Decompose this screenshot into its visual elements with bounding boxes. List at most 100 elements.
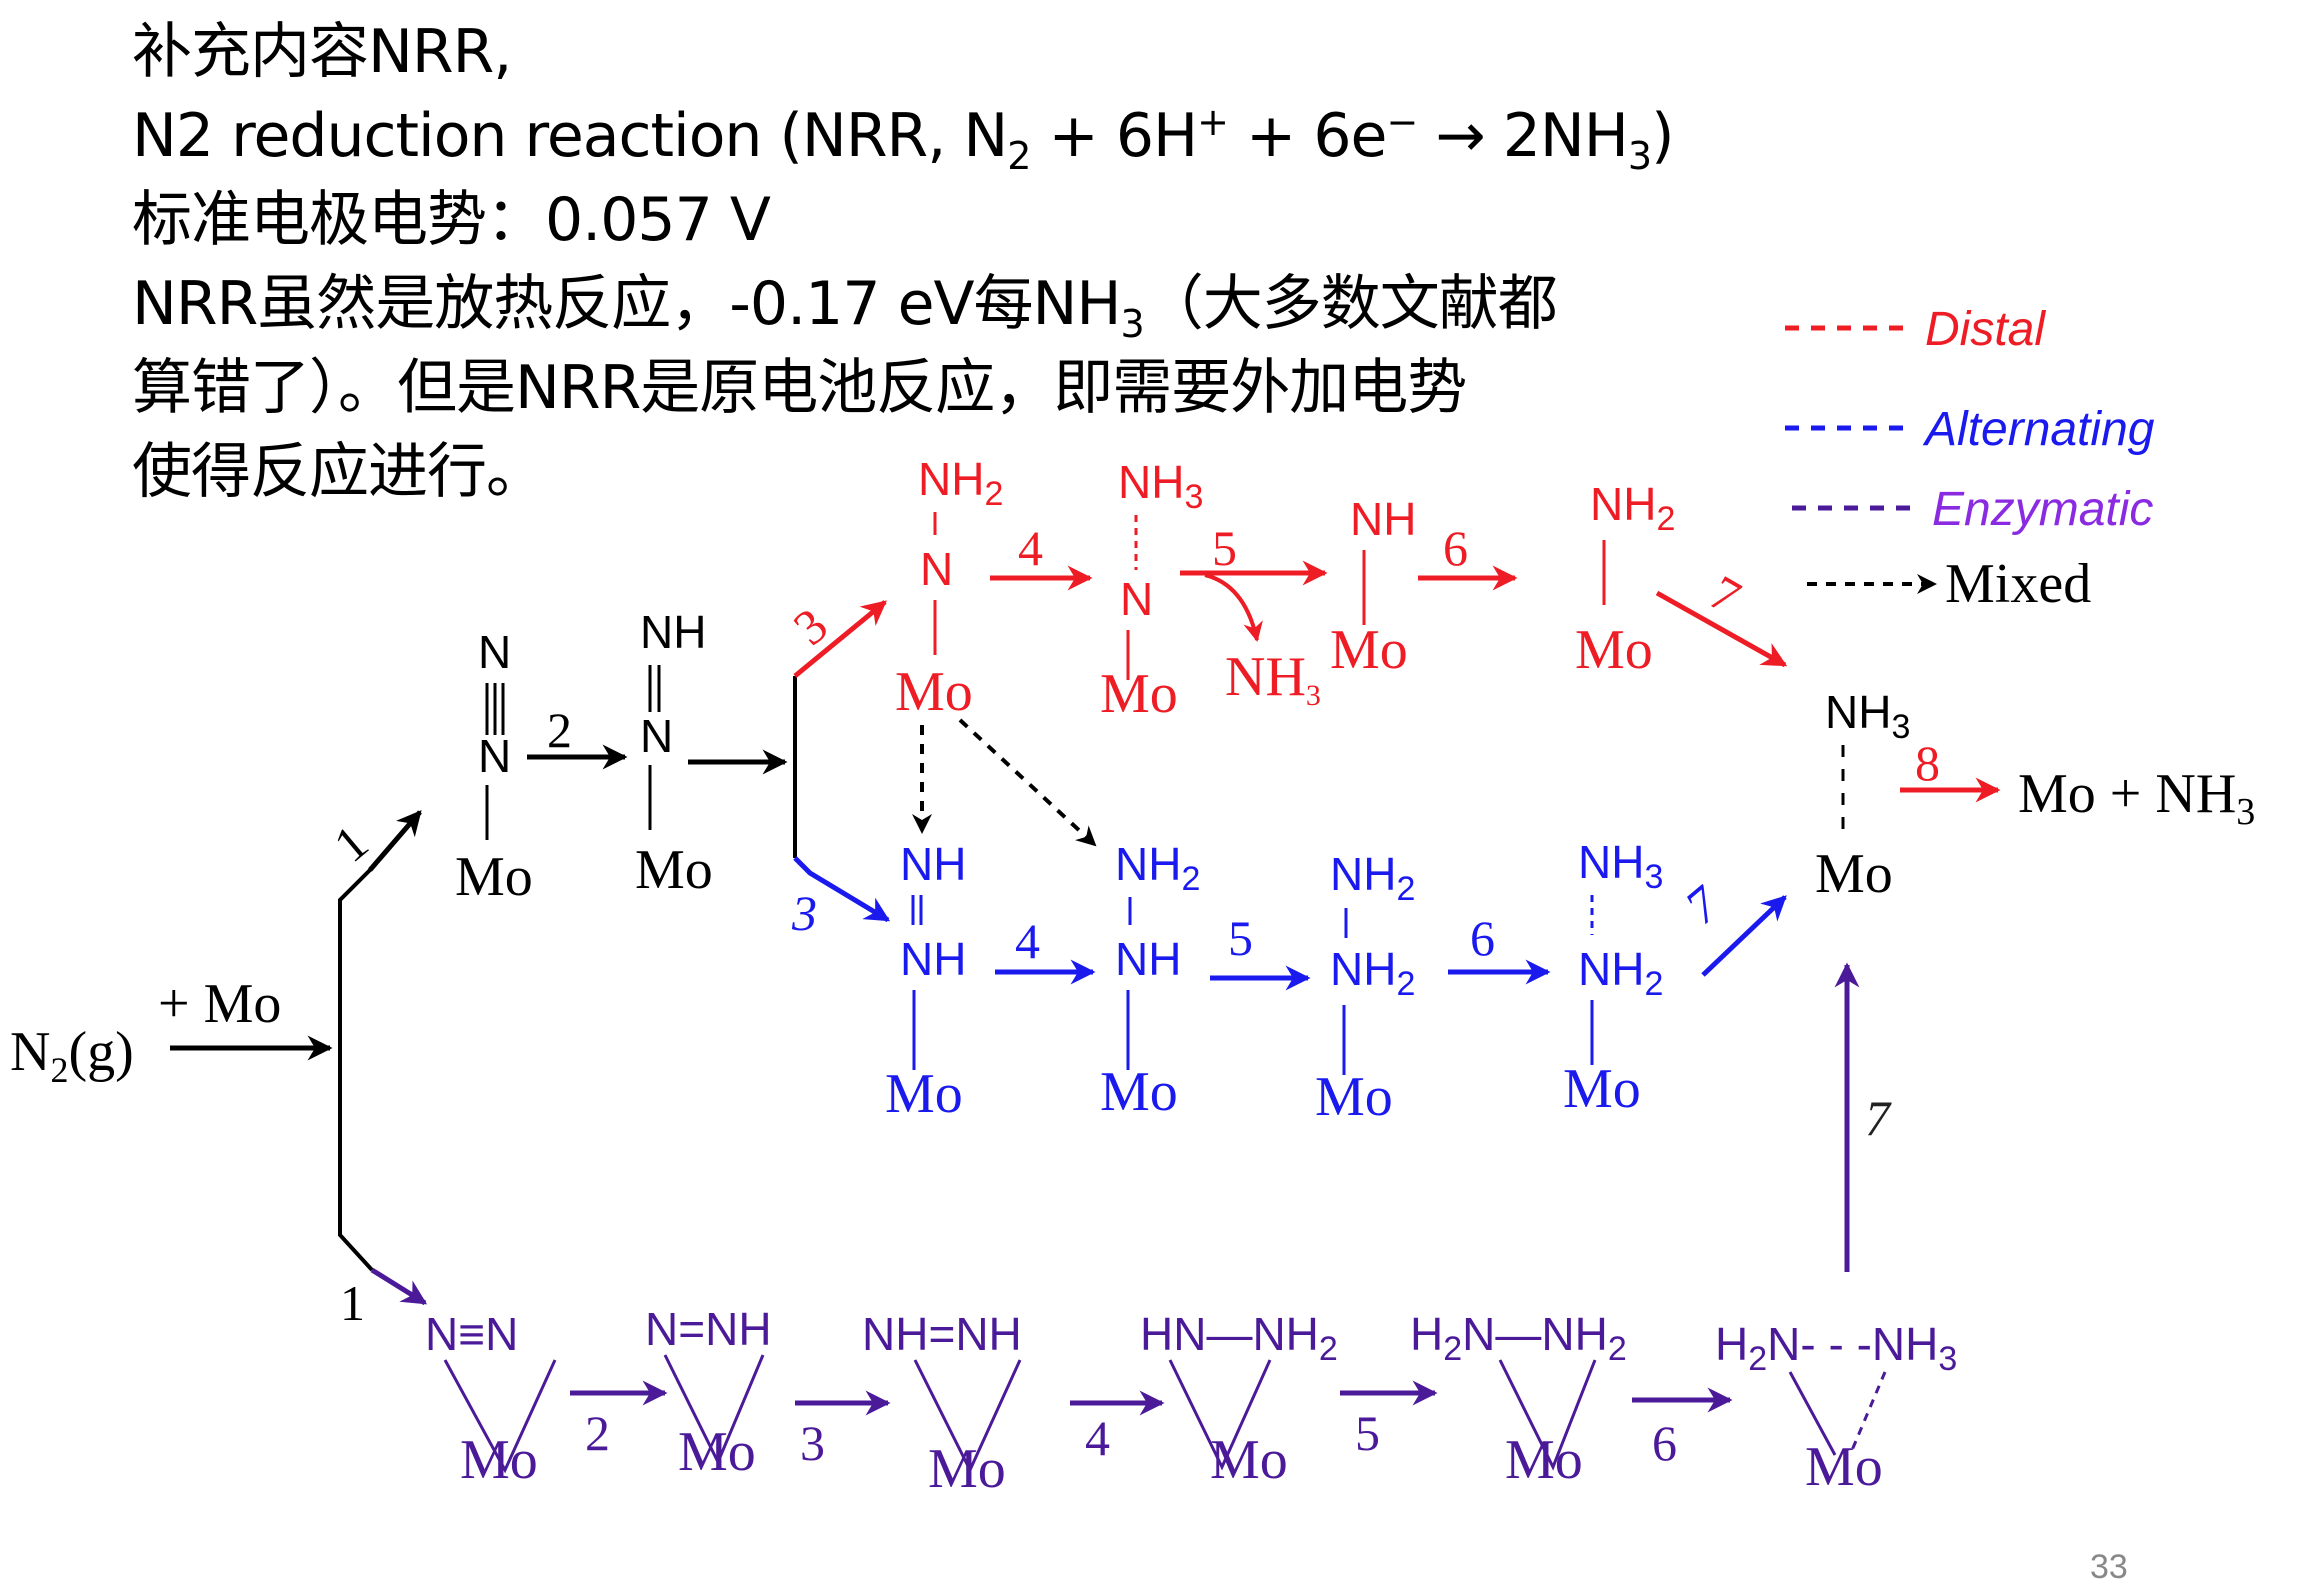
distal-step7-label: 7 (1700, 564, 1750, 625)
s2-mo: Mo (635, 839, 713, 901)
a2-mo: Mo (1100, 1061, 1178, 1123)
a1-mo: Mo (885, 1063, 963, 1125)
a4-mid: NH2 (1578, 943, 1663, 1003)
final-top: NH3 (1825, 686, 1910, 746)
d1-top: NH2 (918, 453, 1003, 513)
arrow-distal-step3 (793, 600, 887, 678)
enz-step6-label: 6 (1652, 1415, 1677, 1471)
branch-point-2 (795, 676, 812, 858)
s1-mo: Mo (455, 846, 533, 908)
a3-top: NH2 (1330, 848, 1415, 908)
distal-step6-label: 6 (1443, 520, 1468, 576)
step1-side-on-label: 1 (340, 1275, 365, 1331)
branch-trunk (338, 866, 374, 1272)
e4-mo: Mo (1210, 1429, 1288, 1491)
e6-label: H2N- - -NH3 (1715, 1318, 1957, 1378)
legend-enzymatic-label: Enzymatic (1932, 483, 2153, 536)
a2-top: NH2 (1115, 838, 1200, 898)
intro-text: 补充内容NRR, N2 reduction reaction (NRR, N2 … (132, 10, 1675, 514)
e2-triangle (663, 1354, 765, 1466)
a1-top: NH (900, 838, 966, 890)
s2-top-nh: NH (640, 606, 706, 658)
distal-step4-label: 4 (1018, 520, 1043, 576)
alt-step5-label: 5 (1228, 910, 1253, 966)
final-mo: Mo (1815, 843, 1893, 905)
e6-mo: Mo (1805, 1436, 1883, 1498)
d3-mo: Mo (1330, 619, 1408, 681)
a4-mo: Mo (1563, 1058, 1641, 1120)
e5-triangle (1498, 1359, 1597, 1471)
e3-triangle (913, 1359, 1022, 1474)
e3-mo: Mo (928, 1438, 1006, 1500)
n2-gas: N2(g) (10, 1021, 134, 1090)
e6-dashed-bond (1848, 1371, 1887, 1456)
arrow-nh3-release (1204, 573, 1263, 642)
mixed-pathway (912, 718, 1097, 847)
text-line-3: 标准电极电势：0.057 V (132, 185, 771, 255)
e3-label: NH=NH (862, 1308, 1022, 1360)
s2-mid-n: N (640, 710, 673, 762)
step1-end-on-label: 1 (323, 814, 378, 873)
legend-alternating-label: Alternating (1922, 403, 2155, 456)
s1-mid-n: N (478, 730, 511, 782)
step2-label: 2 (547, 702, 572, 758)
d1-mid: N (920, 543, 953, 595)
d2-mo: Mo (1100, 663, 1178, 725)
product: Mo + NH3 (2018, 763, 2255, 833)
d1-mo: Mo (895, 661, 973, 723)
s1-top-n: N (478, 626, 511, 678)
d2-top: NH3 (1118, 456, 1203, 516)
enz-step2-label: 2 (585, 1405, 610, 1461)
arrow-step1-side-on (370, 1267, 428, 1306)
alt-step3-label: 3 (791, 885, 817, 941)
page-number: 33 (2090, 1548, 2128, 1586)
arrow-distal-step7 (1655, 590, 1788, 668)
common-intermediates: N N Mo 2 NH N Mo (455, 606, 812, 908)
text-line-6: 使得反应进行。 (132, 437, 546, 507)
alt-step6-label: 6 (1470, 910, 1495, 966)
legend-mixed-label: Mixed (1945, 553, 2091, 615)
e5-mo: Mo (1505, 1429, 1583, 1491)
arrow-step1-end-on (368, 810, 422, 872)
legend: Distal Alternating Enzymatic Mixed (1785, 303, 2155, 615)
distal-step5-label: 5 (1212, 520, 1237, 576)
text-line-1: 补充内容NRR, (132, 17, 512, 87)
enz-step5-label: 5 (1355, 1405, 1380, 1461)
mixed-arrow-diagonal (958, 718, 1097, 847)
e4-triangle (1168, 1359, 1272, 1471)
e2-mo: Mo (678, 1421, 756, 1483)
released-nh3: NH3 (1225, 646, 1321, 712)
text-line-4: NRR虽然是放热反应，-0.17 eV每NH3（大多数文献都 (132, 269, 1558, 346)
arrow-alt-step7 (1701, 895, 1787, 977)
text-line-2: N2 reduction reaction (NRR, N2 + 6H+ + 6… (132, 100, 1675, 178)
e1-triangle (443, 1359, 557, 1474)
d3-top: NH (1350, 493, 1416, 545)
e5-label: H2N—NH2 (1410, 1308, 1627, 1368)
distal-pathway: 3 NH2 N Mo 4 NH3 N Mo 5 NH3 NH Mo 6 NH2 … (783, 453, 2001, 803)
alternating-pathway: 3 NH NH Mo 4 NH2 NH Mo 5 NH2 NH2 Mo 6 NH… (791, 836, 1787, 1128)
a1-mid: NH (900, 933, 966, 985)
d4-top: NH2 (1590, 478, 1675, 538)
enz-step7-label: 7 (1865, 1090, 1892, 1146)
final-section: NH3 Mo Mo + NH3 (1815, 686, 2255, 905)
d4-mo: Mo (1575, 619, 1653, 681)
arrow-alt-step3 (793, 856, 891, 923)
alt-step7-label: 7 (1674, 874, 1731, 934)
e2-label: N=NH (645, 1303, 772, 1355)
d2-mid: N (1120, 573, 1153, 625)
e6-solid-bond (1788, 1371, 1837, 1456)
a2-mid: NH (1115, 933, 1181, 985)
step8-label: 8 (1915, 735, 1940, 791)
alt-step4-label: 4 (1015, 913, 1040, 969)
e1-mo: Mo (460, 1429, 538, 1491)
e1-label: N≡N (425, 1308, 518, 1360)
legend-distal-label: Distal (1925, 303, 2046, 356)
e4-label: HN—NH2 (1140, 1308, 1338, 1368)
enz-step4-label: 4 (1085, 1410, 1110, 1466)
plus-mo-label: + Mo (158, 973, 281, 1035)
enz-step3-label: 3 (800, 1415, 825, 1471)
text-line-5: 算错了）。但是NRR是原电池反应，即需要外加电势 (132, 353, 1467, 423)
enzymatic-pathway: N≡N Mo 2 N=NH Mo 3 NH=NH Mo 4 HN—NH2 Mo … (425, 962, 1957, 1500)
a4-top: NH3 (1578, 836, 1663, 896)
